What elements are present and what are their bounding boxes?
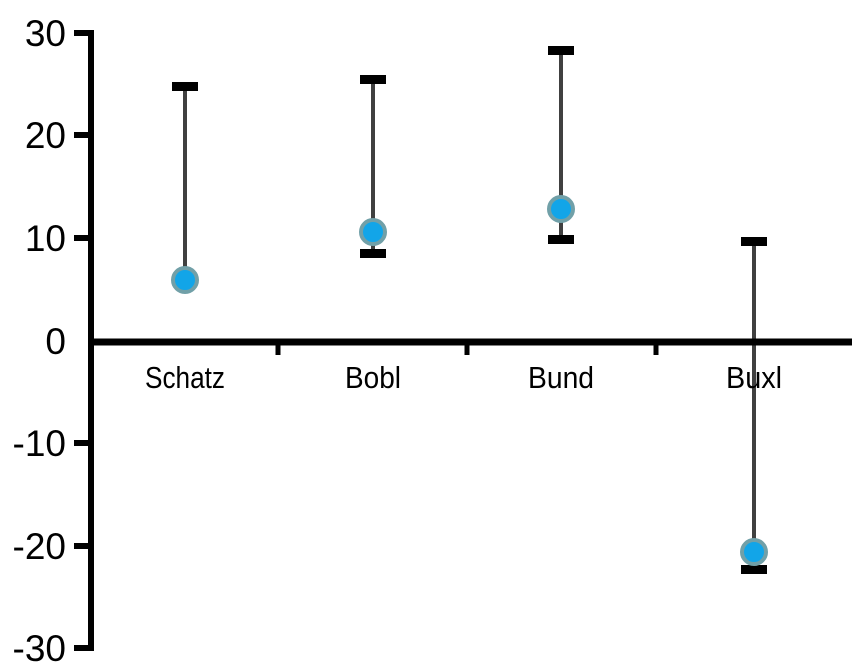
y-tick-label-neg30: -30 [13,628,66,669]
range-caps [172,46,767,574]
marker-buxl[interactable] [740,538,768,566]
category-label-schatz: Schatz [145,360,225,395]
x-axis [88,338,852,355]
whisker-lines [183,50,756,569]
low-cap-bund [548,235,574,244]
category-label-bund: Bund [528,360,594,395]
marker-dot-bund[interactable] [547,195,575,223]
marker-dot-buxl[interactable] [740,538,768,566]
x-category-labels: Schatz Bobl Bund Buxl [145,360,782,395]
value-markers [171,195,768,566]
y-tick-label-0: 0 [45,321,66,362]
marker-bund[interactable] [547,195,575,223]
y-tick-label-neg10: -10 [13,423,66,464]
y-tick-label-30: 30 [25,13,66,54]
category-label-buxl: Buxl [726,360,782,395]
y-tick-label-10: 10 [25,218,66,259]
low-cap-bobl [360,249,386,258]
y-tick-labels: 30 20 10 0 -10 -20 -30 [13,13,66,669]
y-tick-label-20: 20 [25,115,66,156]
high-cap-bobl [360,75,386,84]
low-cap-buxl [741,565,767,574]
marker-schatz[interactable] [171,266,199,294]
marker-dot-schatz[interactable] [171,266,199,294]
category-label-bobl: Bobl [345,360,401,395]
high-cap-schatz [172,82,198,91]
marker-bobl[interactable] [359,218,387,246]
high-cap-buxl [741,237,767,246]
high-cap-bund [548,46,574,55]
marker-dot-bobl[interactable] [359,218,387,246]
y-tick-label-neg20: -20 [13,526,66,567]
